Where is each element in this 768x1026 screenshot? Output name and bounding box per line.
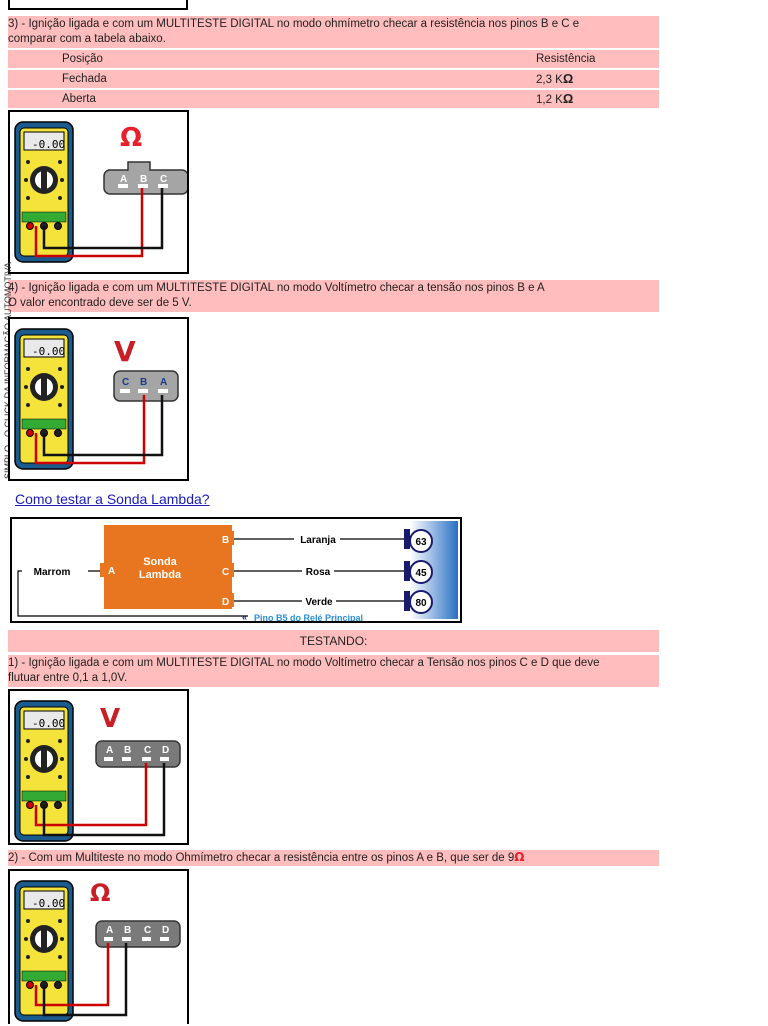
table-header-row: Posição Resistência (8, 50, 659, 68)
meter-display: -0.00 (32, 345, 65, 358)
pin-label: B (140, 377, 147, 388)
wire-label: Verde (305, 597, 333, 608)
terminal-number: 63 (415, 537, 427, 548)
ohm-symbol: Ω (514, 850, 525, 864)
test1-line1: 1) - Ignição ligada e com um MULTITESTE … (8, 657, 600, 669)
wire-label: Marrom (34, 567, 71, 578)
wire-label: Laranja (300, 535, 336, 546)
relay-label: Pino B5 do Relé Principal (254, 613, 363, 621)
table-header-position: Posição (62, 53, 103, 65)
sensor-label: Lambda (139, 569, 182, 581)
table-cell-position: Fechada (62, 73, 107, 85)
test1-line2: flutuar entre 0,1 a 1,0V. (8, 672, 128, 684)
table-cell-position: Aberta (62, 93, 96, 105)
pin-label: A (160, 377, 167, 388)
multimeter-diagram-voltage-cd: -0.00 V A B C D (8, 689, 189, 845)
test2-text: 2) - Com um Multiteste no modo Ohmímetro… (8, 852, 515, 864)
pin-label: A (106, 745, 113, 756)
sensor-pin-label: B (222, 535, 229, 546)
sonda-lambda-link[interactable]: Como testar a Sonda Lambda? (15, 491, 210, 507)
pin-label: B (124, 745, 131, 756)
pin-label: C (144, 745, 151, 756)
pin-label: C (160, 174, 167, 185)
step4-line1: 4) - Ignição ligada e com um MULTITESTE … (8, 282, 545, 294)
pin-label: A (120, 174, 127, 185)
step3-line1: 3) - Ignição ligada e com um MULTITESTE … (8, 18, 580, 30)
ohm-symbol: Ω (120, 123, 142, 153)
multimeter-diagram-resistance: -0.00 Ω A B C (8, 110, 189, 274)
meter-display: -0.00 (32, 138, 65, 151)
sonda-lambda-wiring-diagram: Sonda Lambda A B C D Marrom Laranja Rosa… (10, 517, 462, 623)
meter-display: -0.00 (32, 717, 65, 730)
terminal-number: 45 (415, 568, 427, 579)
pin-label: A (106, 925, 113, 936)
sensor-pin-label: C (222, 567, 229, 578)
meter-display: -0.00 (32, 897, 65, 910)
multimeter-diagram-resistance-ab: -0.00 Ω A B C D (8, 869, 189, 1024)
terminal-number: 80 (415, 598, 427, 609)
test2-instruction: 2) - Com um Multiteste no modo Ohmímetro… (8, 850, 659, 866)
pin-label: C (122, 377, 129, 388)
sensor-pin-label: A (108, 566, 115, 577)
volt-symbol: V (114, 335, 136, 368)
pin-label: D (162, 925, 169, 936)
wire-label: Rosa (306, 567, 331, 578)
table-cell-resistance: 2,3 KΩ (536, 71, 574, 86)
pin-label: B (140, 174, 147, 185)
step4-instruction: 4) - Ignição ligada e com um MULTITESTE … (8, 280, 659, 312)
pin-label: B (124, 925, 131, 936)
table-cell-resistance: 1,2 KΩ (536, 91, 574, 106)
step4-line2: O valor encontrado deve ser de 5 V. (8, 297, 192, 309)
test1-instruction: 1) - Ignição ligada e com um MULTITESTE … (8, 655, 659, 687)
pin-label: C (144, 925, 151, 936)
sensor-label: Sonda (143, 556, 177, 568)
multimeter-diagram-voltage: -0.00 V C B A (8, 317, 189, 481)
step3-instruction: 3) - Ignição ligada e com um MULTITESTE … (8, 16, 659, 48)
volt-symbol: V (100, 704, 120, 734)
svg-text:«: « (242, 612, 247, 621)
pin-label: D (162, 745, 169, 756)
step3-line2: comparar com a tabela abaixo. (8, 33, 166, 45)
table-row: Aberta 1,2 KΩ (8, 90, 659, 108)
ohm-symbol: Ω (90, 879, 110, 907)
table-header-resistance: Resistência (536, 53, 596, 65)
sensor-pin-label: D (222, 597, 229, 608)
testing-title: TESTANDO: (8, 630, 659, 652)
prev-diagram-frame (8, 0, 188, 10)
table-row: Fechada 2,3 KΩ (8, 70, 659, 88)
